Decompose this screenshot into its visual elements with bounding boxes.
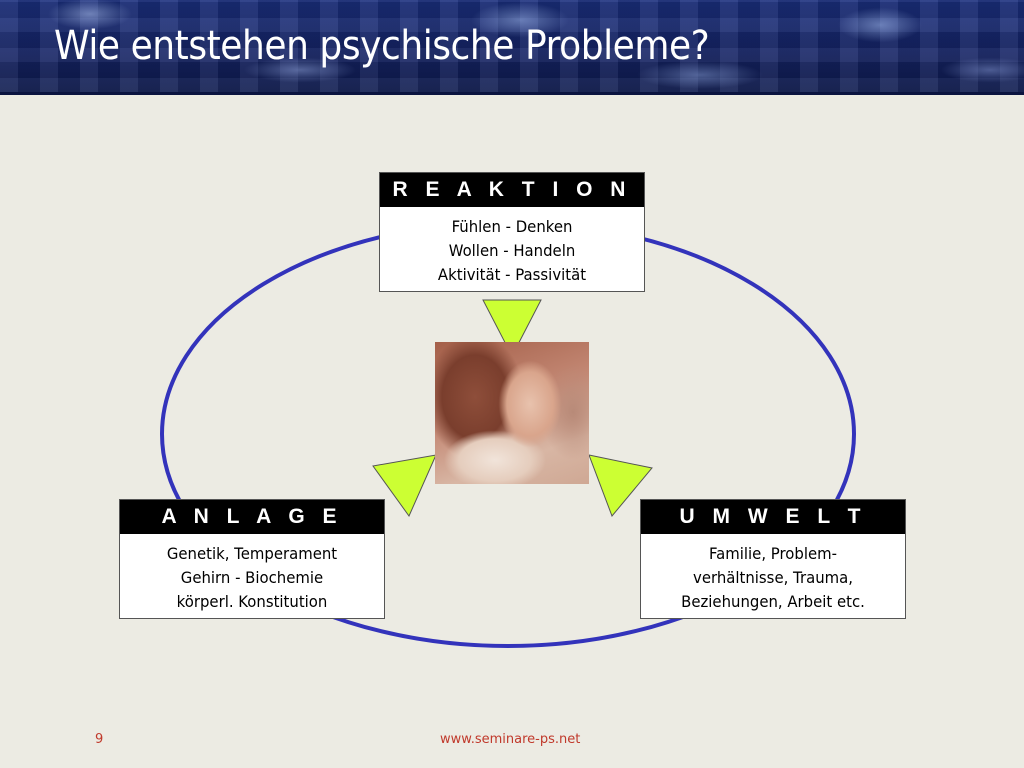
anlage-line: körperl. Konstitution bbox=[176, 592, 328, 611]
reaktion-heading: R E A K T I O N bbox=[380, 173, 644, 207]
anlage-heading: A N L A G E bbox=[120, 500, 384, 534]
woman-portrait-image bbox=[435, 342, 589, 484]
anlage-line: Genetik, Temperament bbox=[166, 544, 338, 563]
reaktion-body: Fühlen - Denken Wollen - Handeln Aktivit… bbox=[389, 207, 635, 287]
triangle-arrow-icon-top bbox=[482, 299, 542, 358]
umwelt-heading: U M W E L T bbox=[641, 500, 905, 534]
page-number: 9 bbox=[95, 732, 104, 747]
anlage-body: Genetik, Temperament Gehirn - Biochemie … bbox=[129, 534, 375, 614]
reaktion-box: R E A K T I O N Fühlen - Denken Wollen -… bbox=[379, 172, 645, 292]
triangle-arrow-icon-right bbox=[588, 454, 653, 517]
umwelt-line: verhältnisse, Trauma, bbox=[693, 568, 853, 587]
umwelt-line: Familie, Problem- bbox=[708, 544, 838, 563]
anlage-box: A N L A G E Genetik, Temperament Gehirn … bbox=[119, 499, 385, 619]
umwelt-body: Familie, Problem- verhältnisse, Trauma, … bbox=[650, 534, 896, 614]
umwelt-box: U M W E L T Familie, Problem- verhältnis… bbox=[640, 499, 906, 619]
triangle-arrow-icon-left bbox=[372, 454, 437, 518]
page-title: Wie entstehen psychische Probleme? bbox=[54, 23, 710, 69]
header-banner: Wie entstehen psychische Probleme? bbox=[0, 0, 1024, 95]
anlage-line: Gehirn - Biochemie bbox=[180, 568, 324, 587]
umwelt-line: Beziehungen, Arbeit etc. bbox=[681, 592, 865, 611]
reaktion-line: Wollen - Handeln bbox=[448, 241, 576, 260]
footer-url-link[interactable]: www.seminare-ps.net bbox=[440, 732, 581, 747]
reaktion-line: Aktivität - Passivität bbox=[437, 265, 587, 284]
reaktion-line: Fühlen - Denken bbox=[451, 217, 573, 236]
